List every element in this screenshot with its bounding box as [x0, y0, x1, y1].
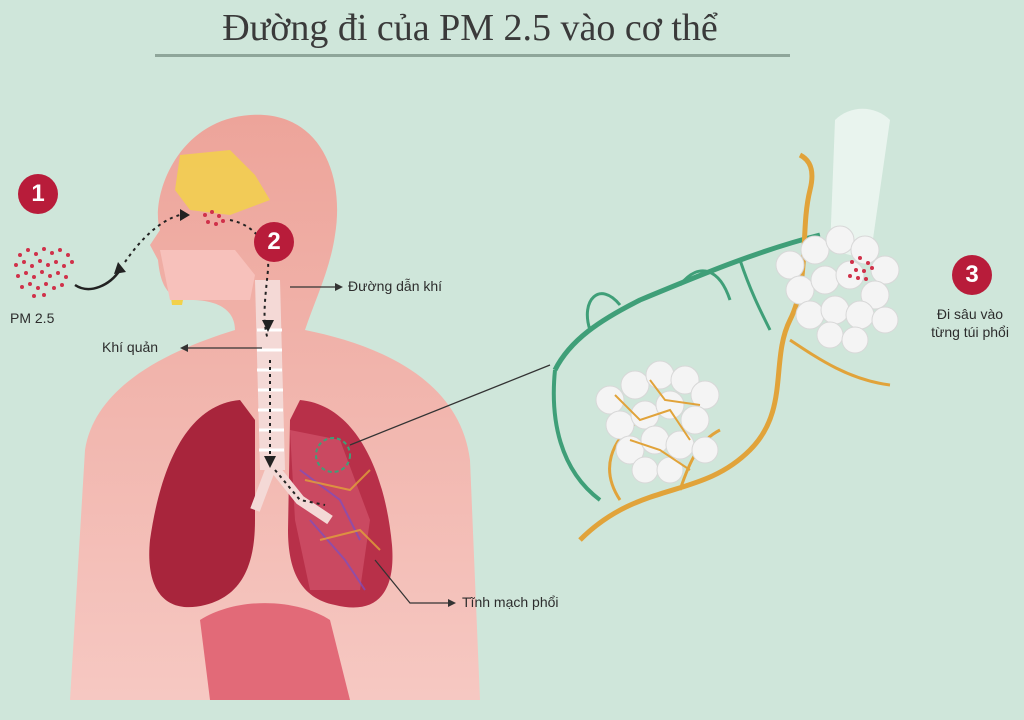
pulmonary-vein-label: Tĩnh mạch phổi [462, 594, 559, 610]
green-vessel [552, 232, 821, 372]
alveoli-cluster-lower [595, 360, 720, 484]
trachea-label: Khí quản [102, 339, 159, 355]
step-3-badge: 3 [952, 255, 992, 295]
pm25-in-alveolus [848, 256, 874, 281]
title-divider [155, 54, 790, 57]
zoom-target-circle [315, 437, 351, 473]
step-3-caption-line2: từng túi phổi [931, 324, 1009, 340]
nasal-cavity [175, 150, 270, 215]
step-2-badge: 2 [254, 222, 294, 262]
step-3-caption-line1: Đi sâu vào [936, 306, 1004, 322]
left-lung [149, 400, 255, 608]
diagram-title: Đường đi của PM 2.5 vào cơ thể [222, 7, 718, 49]
airway-branch [830, 108, 890, 260]
airway-label: Đường dẫn khí [348, 278, 443, 294]
orange-vessel [578, 152, 815, 542]
step-3-caption: Đi sâu vào từng túi phổi [920, 305, 1020, 341]
pm25-label: PM 2.5 [10, 310, 55, 326]
step-1-badge: 1 [18, 174, 58, 214]
alveoli-cluster-upper [775, 225, 900, 354]
pm25-particles [14, 247, 74, 298]
entry-arrow [74, 269, 122, 291]
